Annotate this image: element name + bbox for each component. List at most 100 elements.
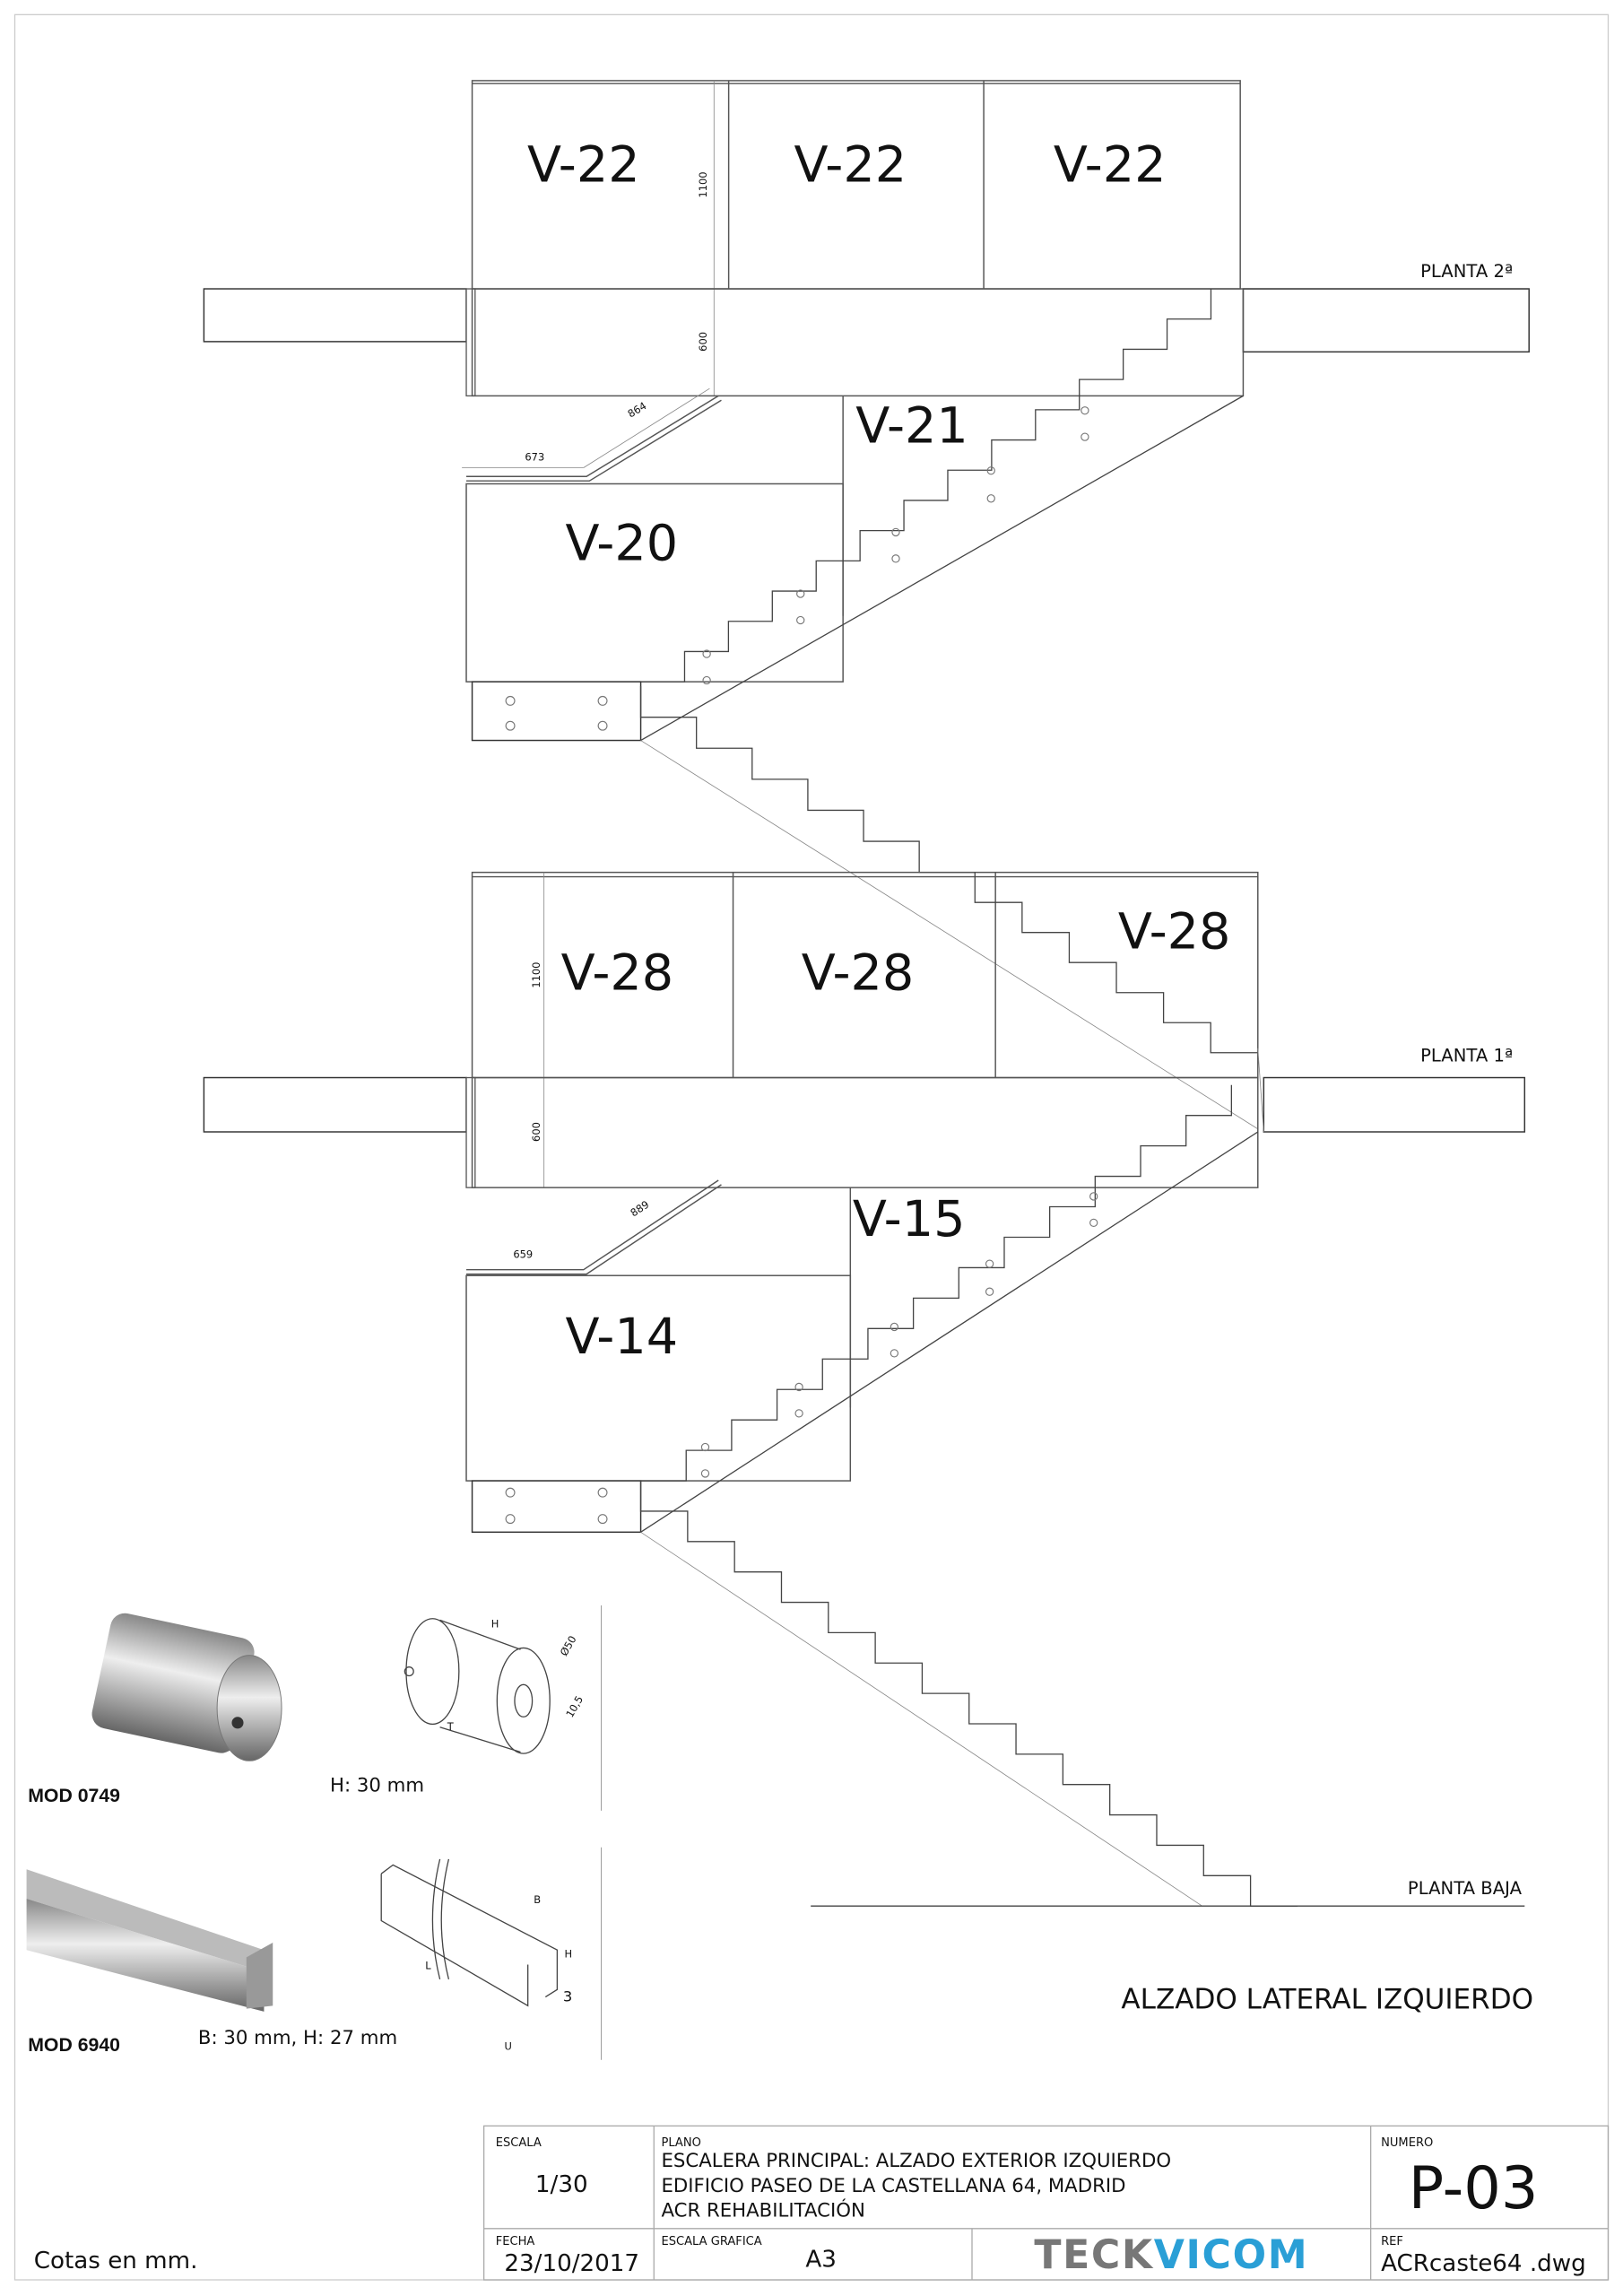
panel-label: V-28 <box>1118 903 1231 961</box>
dimension-label: 1100 <box>697 171 709 197</box>
panel-label: V-22 <box>794 136 907 195</box>
plano-line: EDIFICIO PASEO DE LA CASTELLANA 64, MADR… <box>661 2175 1125 2197</box>
panel-label: V-28 <box>802 944 915 1002</box>
handrail <box>466 395 722 482</box>
u-profile-photo <box>26 1869 273 2012</box>
clamp-point <box>794 1409 803 1418</box>
clamp-point <box>1089 1218 1098 1228</box>
landing-band <box>471 1076 1259 1188</box>
landing <box>471 1480 642 1534</box>
clamp-point <box>794 1382 803 1392</box>
panel-label: V-21 <box>855 397 968 456</box>
bolts <box>505 695 608 731</box>
post-fixing <box>465 1076 476 1188</box>
view-title: ALZADO LATERAL IZQUIERDO <box>1121 1984 1533 2016</box>
clamp-point <box>891 527 900 537</box>
stair-flight <box>640 1084 1233 1482</box>
clamp-point <box>700 1442 710 1452</box>
drawing-label: U <box>505 2039 512 2052</box>
units-note: Cotas en mm. <box>34 2248 198 2274</box>
landing-band <box>471 288 1245 397</box>
escala-value: 1/30 <box>535 2171 588 2198</box>
clamp-point <box>796 589 805 598</box>
clamp-point <box>985 1259 994 1268</box>
glass-clamp-points <box>702 406 1089 685</box>
panel-label: V-22 <box>527 136 640 195</box>
company-logo: TECKVICOM <box>1034 2232 1308 2278</box>
stair-flight <box>974 872 1258 1054</box>
ref-label: REF <box>1381 2235 1403 2248</box>
clamp-point <box>1089 1192 1098 1201</box>
product-mod-6940: B H 3 L U MOD 6940 B: 30 mm, H: 27 mm <box>26 1847 602 2060</box>
title-block: ESCALA 1/30 PLANO ESCALERA PRINCIPAL: AL… <box>482 2125 1610 2281</box>
numero-label: NUMERO <box>1381 2136 1433 2150</box>
fecha-value: 23/10/2017 <box>504 2250 639 2277</box>
product-model: MOD 6940 <box>28 2034 120 2056</box>
standoff-photo <box>91 1613 282 1761</box>
panel-label: V-15 <box>853 1190 966 1248</box>
escala-grafica-value: A3 <box>805 2246 837 2273</box>
clamp-point <box>702 649 711 658</box>
landing <box>471 681 642 742</box>
sheet-border <box>13 13 1610 2281</box>
clamp-point <box>986 466 995 475</box>
clamp-point <box>700 1469 710 1478</box>
dimension-label: 673 <box>525 450 544 463</box>
middle-level: V-28 V-28 V-28 1100 600 PLANTA 1ª 659 88… <box>203 871 1526 1907</box>
clamp-point <box>891 554 900 563</box>
clamp-point <box>1081 432 1089 441</box>
dimension-label: 1100 <box>530 962 542 988</box>
plano-label: PLANO <box>661 2136 700 2150</box>
clamp-point <box>1081 406 1089 415</box>
product-spec: H: 30 mm <box>330 1775 424 1797</box>
dimension-label: 864 <box>625 399 648 420</box>
glass-clamp-points <box>700 1192 1098 1478</box>
fecha-label: FECHA <box>496 2235 535 2248</box>
clamp-point <box>985 1287 994 1296</box>
clamp-point <box>890 1349 899 1358</box>
panel-label: V-28 <box>561 944 674 1002</box>
stair-flight <box>639 1481 1298 1907</box>
dimension-label: 659 <box>513 1248 533 1261</box>
clamp-point <box>796 615 805 625</box>
drawing-label: L <box>425 1959 431 1971</box>
clamp-point <box>702 675 711 685</box>
dimension-label: 889 <box>628 1198 651 1220</box>
plano-line: ACR REHABILITACIÓN <box>661 2199 864 2222</box>
escala-label: ESCALA <box>496 2136 542 2150</box>
drawing-label: 3 <box>563 1987 572 2005</box>
drawing-label: 10,5 <box>563 1693 586 1719</box>
level-label: PLANTA 2ª <box>1420 261 1513 282</box>
product-model: MOD 0749 <box>28 1785 120 1806</box>
dimension-label: 600 <box>697 332 709 352</box>
drawing-label: H <box>491 1618 499 1631</box>
drawing-label: H <box>565 1947 573 1960</box>
clamp-point <box>890 1322 899 1332</box>
panel-label: V-20 <box>566 514 679 572</box>
level-label: PLANTA BAJA <box>1408 1878 1523 1899</box>
plano-line: ESCALERA PRINCIPAL: ALZADO EXTERIOR IZQU… <box>661 2150 1171 2172</box>
ref-value: ACRcaste64 .dwg <box>1381 2250 1586 2277</box>
level-label: PLANTA 1ª <box>1420 1046 1513 1066</box>
upper-level: V-22 V-22 V-22 1100 600 PLANTA 2ª 673 86… <box>203 80 1530 1130</box>
u-profile-drawing <box>380 1858 559 2007</box>
floor-slab-right <box>1242 288 1530 353</box>
drawing-label: Ø50 <box>558 1633 579 1657</box>
drawing-label: T <box>447 1720 455 1733</box>
numero-value: P-03 <box>1409 2154 1539 2222</box>
floor-slab-left <box>203 1076 467 1133</box>
floor-slab-right <box>1263 1076 1526 1133</box>
bolts <box>505 1487 608 1525</box>
stair-flight <box>639 686 976 874</box>
stair-flight <box>640 289 1212 683</box>
panel-label: V-22 <box>1054 136 1167 195</box>
post-fixing <box>465 288 476 397</box>
clamp-point <box>986 494 995 503</box>
panel-label: V-14 <box>566 1308 679 1366</box>
floor-slab-left <box>203 288 467 343</box>
product-spec: B: 30 mm, H: 27 mm <box>198 2027 397 2049</box>
dimension-label: 600 <box>530 1122 542 1142</box>
handrail <box>466 1179 722 1275</box>
drawing-label: B <box>534 1893 541 1906</box>
